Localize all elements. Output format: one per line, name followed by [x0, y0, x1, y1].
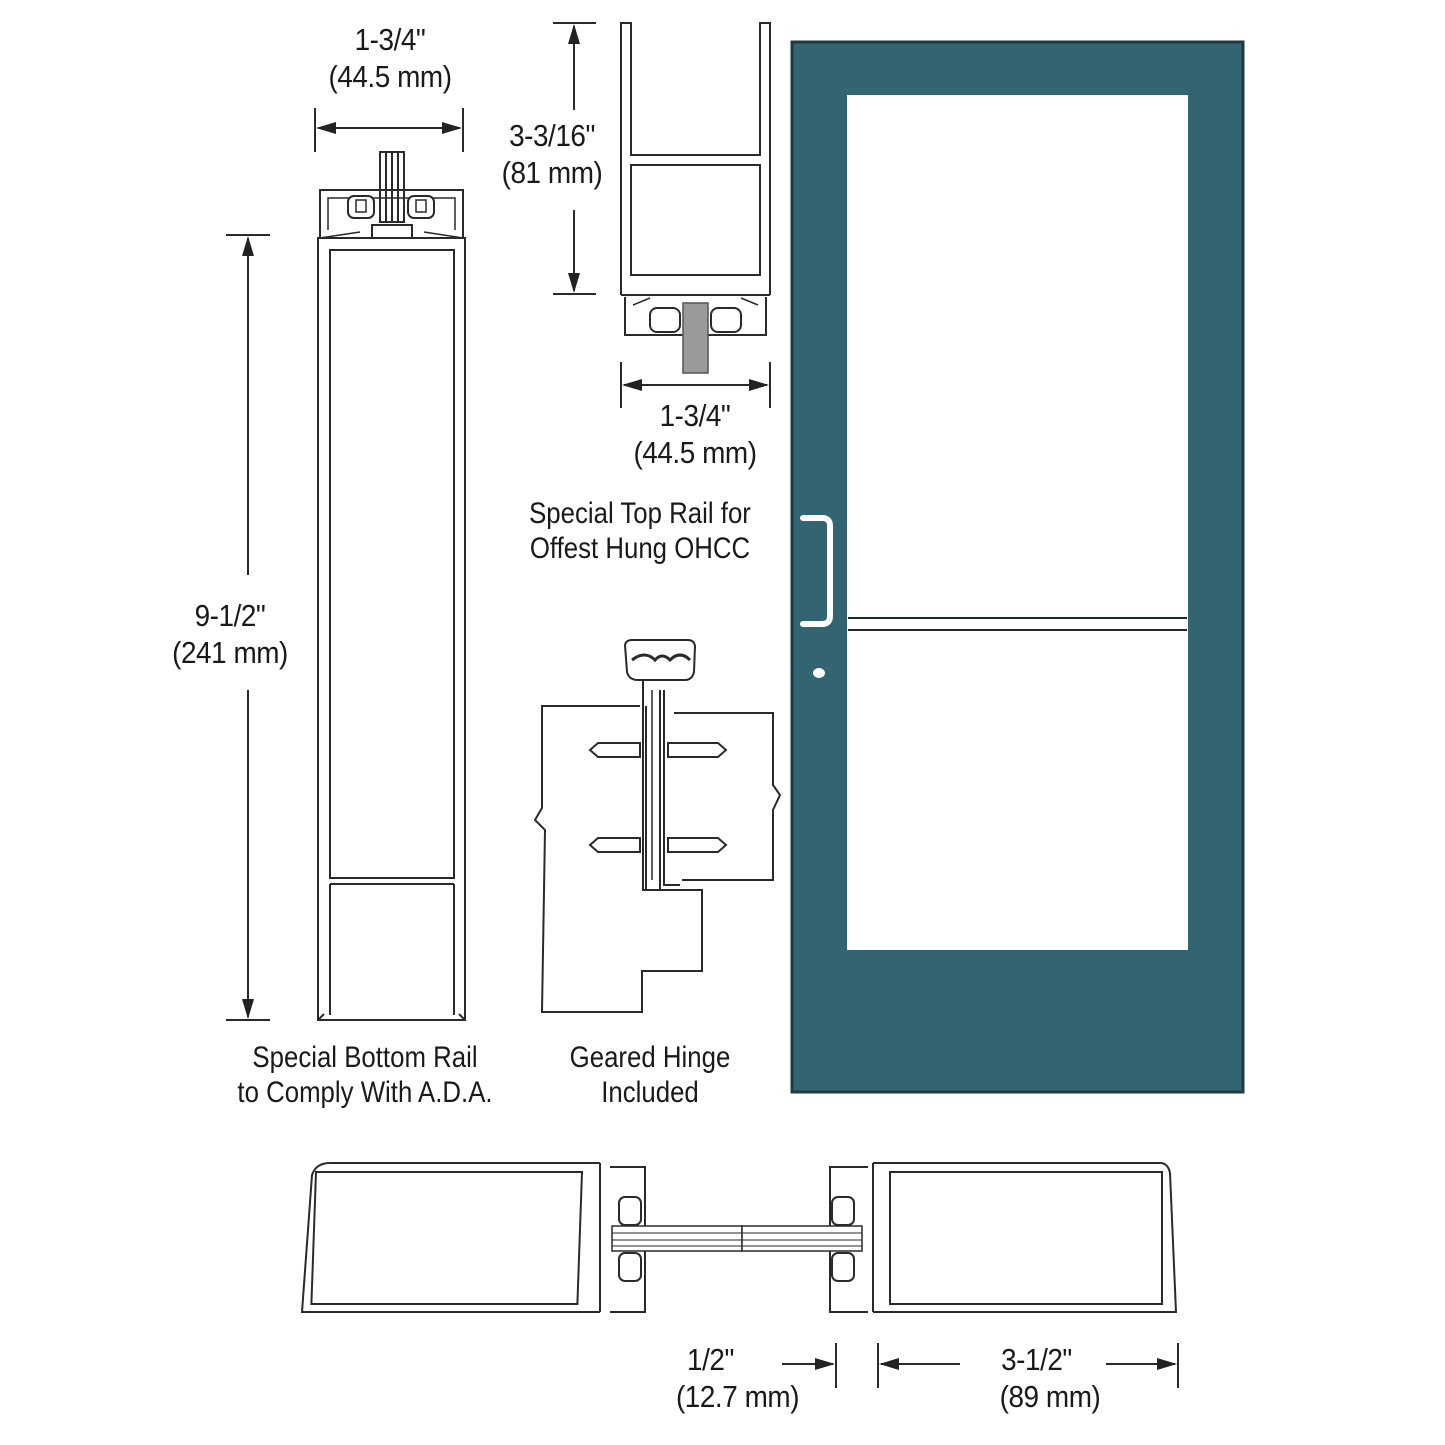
pull-handle: [800, 515, 833, 627]
bottom-rail-width-dimension: 1-3/4" (44.5 mm): [309, 22, 471, 95]
stile-width-dimension: 3-1/2" (89 mm): [969, 1342, 1131, 1415]
dimension-metric: (44.5 mm): [633, 434, 757, 470]
top-rail-height-dimension: 3-3/16" (81 mm): [480, 118, 624, 191]
bottom-rail-section: [226, 108, 466, 1021]
dimension-imperial: 3-3/16": [509, 118, 595, 153]
dimension-imperial: 1-3/4": [354, 22, 426, 57]
dimension-metric: (81 mm): [501, 154, 603, 190]
top-rail-caption: Special Top Rail for Offest Hung OHCC: [502, 496, 777, 567]
glass-stop-dimension: 1/2" (12.7 mm): [659, 1342, 817, 1415]
dimension-imperial: 1/2": [687, 1342, 734, 1377]
hinge-caption: Geared Hinge Included: [547, 1040, 753, 1111]
caption-line: Special Bottom Rail: [252, 1041, 478, 1074]
dimension-imperial: 9-1/2": [194, 598, 266, 633]
top-rail-section: [553, 22, 771, 408]
lower-glass-panel: [847, 632, 1188, 950]
lock-cylinder: [813, 668, 825, 678]
dimension-metric: (44.5 mm): [328, 58, 452, 94]
bottom-rail-caption: Special Bottom Rail to Comply With A.D.A…: [215, 1040, 516, 1111]
caption-line: Geared Hinge: [569, 1041, 731, 1074]
dimension-metric: (12.7 mm): [675, 1378, 800, 1414]
dimension-metric: (241 mm): [172, 634, 288, 670]
geared-hinge-section: [533, 639, 782, 1013]
dimension-imperial: 3-1/2": [1001, 1342, 1072, 1377]
dimension-metric: (89 mm): [999, 1378, 1101, 1414]
upper-glass-panel: [847, 95, 1188, 616]
caption-line: Included: [601, 1076, 699, 1110]
dimension-imperial: 1-3/4": [659, 398, 731, 433]
top-rail-width-dimension: 1-3/4" (44.5 mm): [614, 398, 776, 471]
caption-line: Offest Hung OHCC: [529, 532, 751, 566]
mid-rail: [847, 616, 1188, 632]
stile-sections: [300, 1162, 1179, 1388]
caption-line: to Comply With A.D.A.: [237, 1076, 493, 1110]
bottom-rail-height-dimension: 9-1/2" (241 mm): [149, 598, 311, 671]
door-elevation: [790, 40, 1245, 1094]
caption-line: Special Top Rail for: [529, 497, 751, 530]
